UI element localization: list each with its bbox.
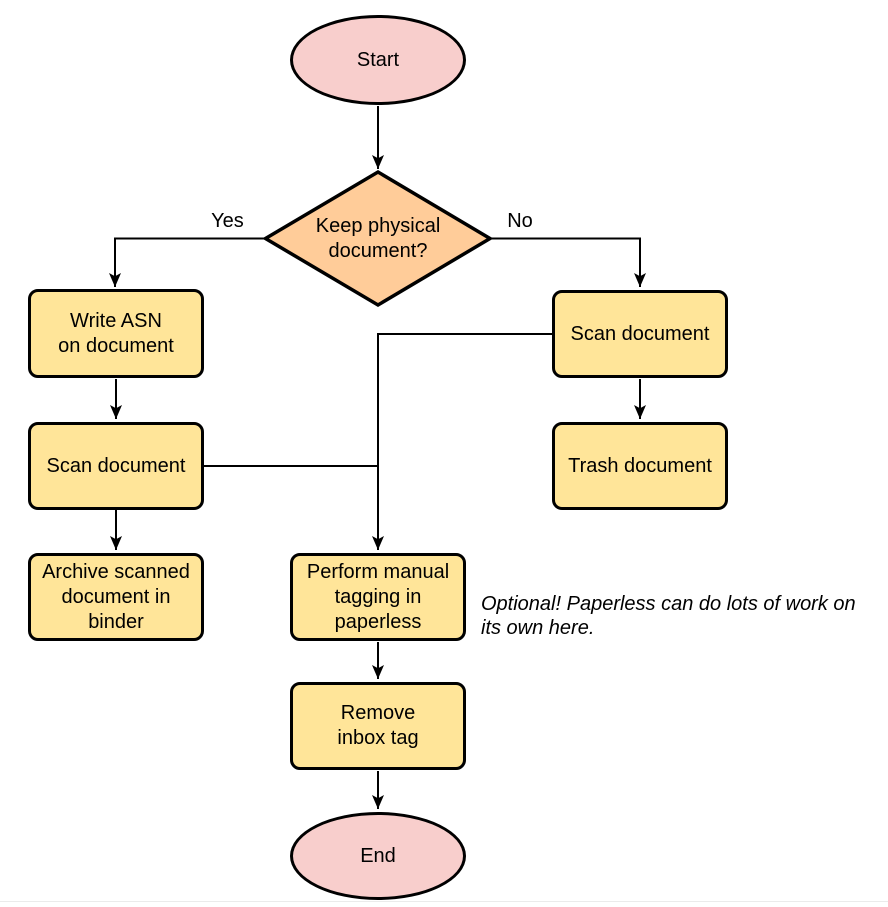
edge-label-no: No — [507, 210, 533, 232]
edge-scanright-to-perform — [372, 333, 553, 550]
node-label-line: paperless — [334, 610, 422, 633]
node-label-line: tagging in — [334, 585, 422, 608]
node-label-line: Remove — [340, 702, 416, 724]
node-label-line: Write ASN — [70, 309, 162, 332]
edge-decision-no — [489, 237, 646, 287]
node-label-line: Trash document — [568, 454, 712, 477]
note-line: its own here. — [481, 617, 595, 639]
node-label-line: Perform manual — [306, 560, 450, 583]
node-trash-document: Trash document — [552, 422, 728, 510]
node-scan-document-left: Scan document — [28, 422, 204, 510]
node-label-line: on document — [58, 334, 174, 357]
node-decision-shape — [262, 169, 494, 308]
node-scan-document-right: Scan document — [552, 290, 728, 378]
node-label-line: End — [360, 844, 396, 867]
node-decision: Keep physical document? — [288, 211, 468, 266]
node-label-line: document in — [61, 585, 171, 608]
note-line: Optional! Paperless can do lots of work … — [481, 593, 856, 615]
node-perform-tagging: Perform manual tagging in paperless — [290, 553, 466, 641]
node-remove-inbox-tag: Remove inbox tag — [290, 682, 466, 770]
node-write-asn: Write ASN on document — [28, 289, 204, 378]
node-label-line: Keep physical — [315, 214, 441, 237]
node-label-line: Archive scanned — [42, 560, 190, 583]
node-label-line: Start — [356, 48, 400, 71]
node-label-line: binder — [88, 610, 144, 633]
node-label-line: Scan document — [570, 322, 710, 345]
edge-decision-yes — [109, 237, 266, 287]
node-start: Start — [290, 15, 466, 105]
edge-label-yes: Yes — [211, 210, 244, 232]
annotation-note: Optional! Paperless can do lots of work … — [481, 592, 883, 640]
node-label-line: Scan document — [46, 454, 186, 477]
node-end: End — [290, 812, 466, 900]
node-label-line: document? — [328, 239, 428, 262]
node-label-line: inbox tag — [337, 727, 419, 749]
node-archive-scanned: Archive scanned document in binder — [28, 553, 204, 641]
page-bottom-divider — [0, 901, 888, 902]
